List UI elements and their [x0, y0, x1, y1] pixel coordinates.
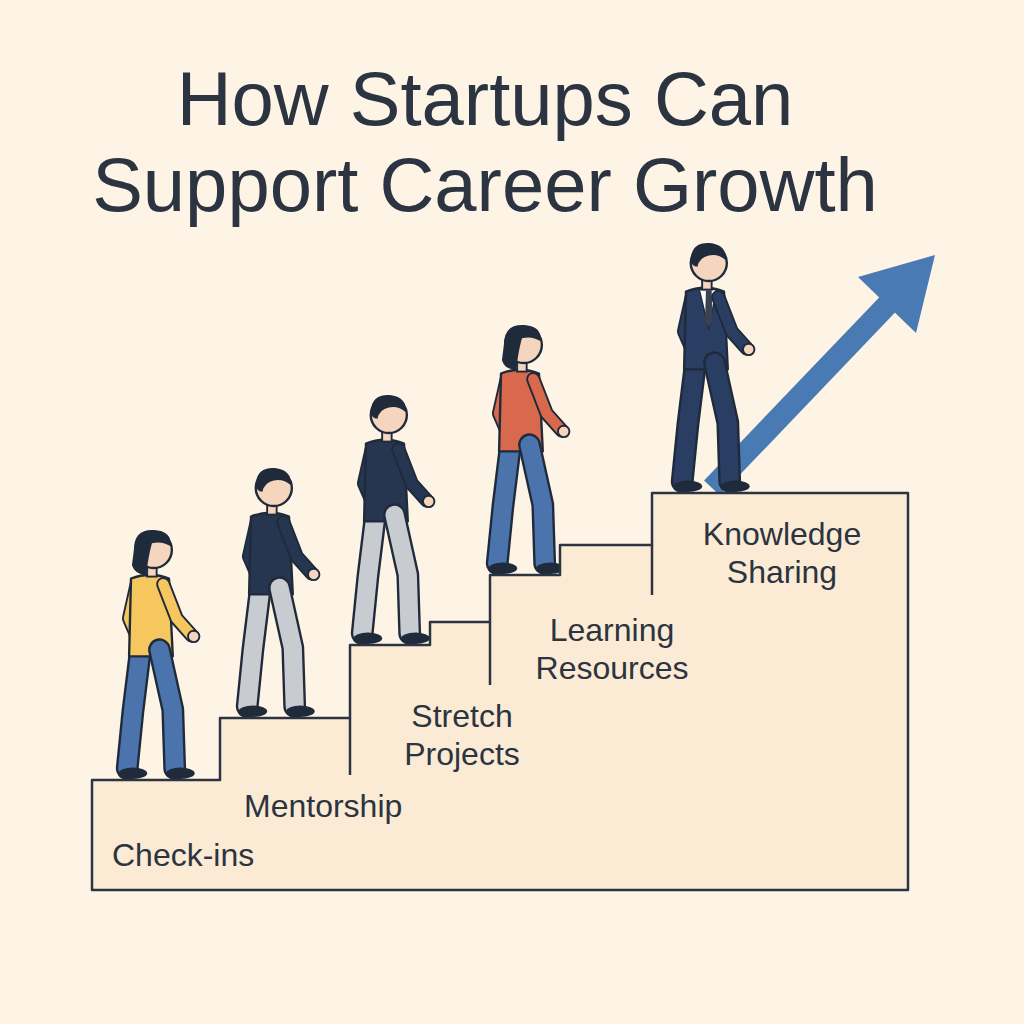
person-figure	[674, 243, 755, 492]
arm-outline	[398, 449, 427, 500]
leg-outline	[530, 445, 545, 564]
hand	[558, 426, 569, 437]
leg-outline	[362, 515, 375, 634]
leg	[395, 515, 410, 634]
arm	[283, 522, 312, 573]
hand	[308, 569, 319, 580]
leg	[682, 363, 695, 482]
leg-outline	[160, 650, 175, 769]
step-label: Mentorship	[244, 787, 434, 825]
step-label: Knowledge Sharing	[677, 515, 887, 591]
person-figure	[119, 530, 200, 779]
hand	[188, 631, 199, 642]
leg-outline	[395, 515, 410, 634]
step-label: Check-ins	[112, 836, 287, 874]
hair	[256, 468, 291, 492]
leg	[530, 445, 545, 564]
staircase: Check-ins Mentorship Stretch Projects Learn…	[92, 493, 908, 890]
step-label: Stretch Projects	[382, 697, 542, 773]
hand	[743, 344, 754, 355]
shoe	[674, 481, 703, 492]
person-figure	[239, 468, 320, 717]
title: How Startups Can Support Career Growth	[55, 56, 915, 228]
shoe	[239, 706, 268, 717]
step-label-slot: Learning Resources	[517, 611, 707, 687]
person-figure	[354, 395, 435, 644]
hair	[691, 243, 726, 267]
leg	[160, 650, 175, 769]
arm	[533, 379, 562, 430]
arm-outline	[163, 584, 192, 635]
stair-riser	[349, 718, 352, 775]
leg-outline	[682, 363, 695, 482]
growth-arrow	[712, 255, 935, 488]
shoe	[401, 633, 430, 644]
hair	[371, 395, 406, 419]
stair-riser	[489, 622, 492, 685]
person-figure	[489, 325, 570, 574]
leg	[127, 650, 140, 769]
arm-outline	[283, 522, 312, 573]
leg-outline	[127, 650, 140, 769]
arm	[163, 584, 192, 635]
arrow-head	[858, 255, 935, 333]
step-label-slot: Check-ins	[112, 836, 287, 874]
shoe	[166, 768, 195, 779]
leg-outline	[497, 445, 510, 564]
hair	[132, 530, 171, 575]
step-label: Learning Resources	[517, 611, 707, 687]
staircase-shape	[92, 493, 908, 890]
staircase-outline	[92, 493, 908, 890]
step-label-slot: Mentorship	[244, 787, 434, 825]
leg-outline	[715, 363, 730, 482]
leg	[280, 588, 295, 707]
hair	[502, 325, 541, 370]
leg	[362, 515, 375, 634]
leg	[715, 363, 730, 482]
shoe	[354, 633, 383, 644]
shoe	[721, 481, 750, 492]
leg	[247, 588, 260, 707]
shoe	[489, 563, 518, 574]
leg-outline	[280, 588, 295, 707]
hand	[423, 496, 434, 507]
arm	[718, 297, 747, 348]
step-label-slot: Knowledge Sharing	[677, 515, 887, 591]
leg	[497, 445, 510, 564]
arm-outline	[718, 297, 747, 348]
arm	[398, 449, 427, 500]
step-label-slot: Stretch Projects	[382, 697, 542, 773]
shoe	[119, 768, 147, 779]
arm-outline	[533, 379, 562, 430]
stair-riser	[651, 545, 654, 595]
leg-outline	[247, 588, 260, 707]
shoe	[286, 706, 315, 717]
